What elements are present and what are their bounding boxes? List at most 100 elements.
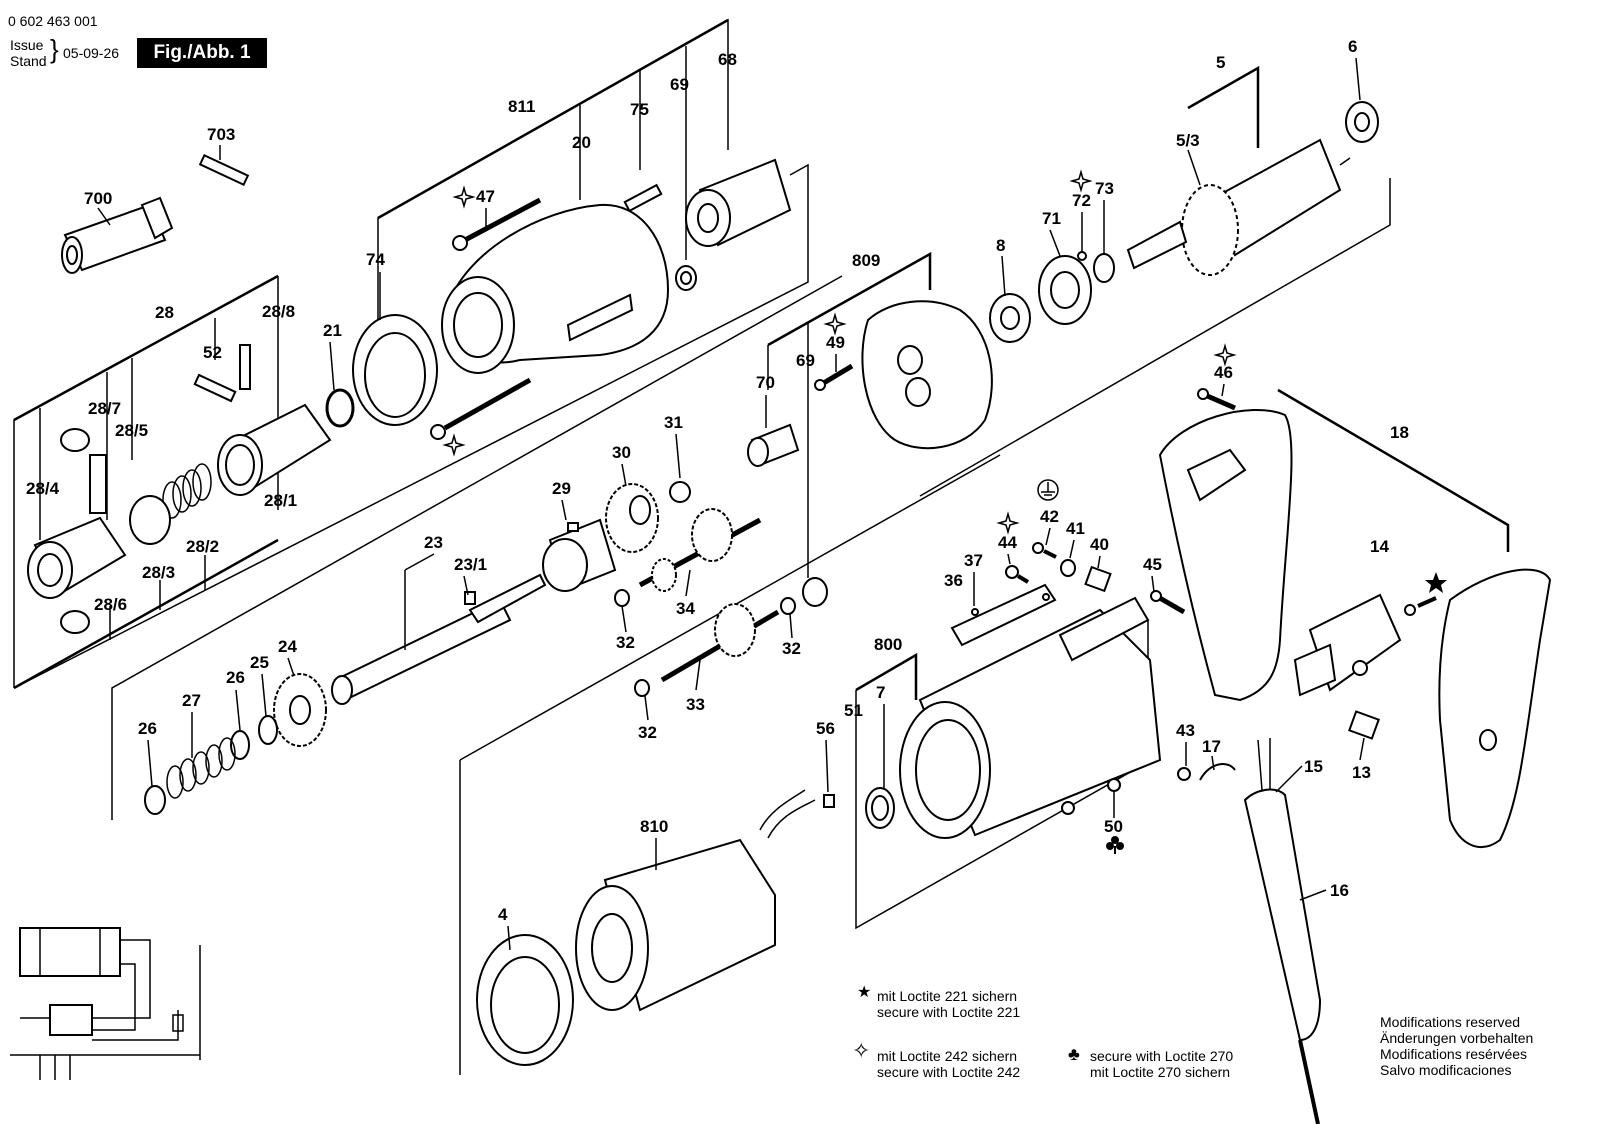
label-32-b: 32 — [782, 639, 801, 658]
part-809-flange — [861, 300, 993, 450]
label-28-7: 28/7 — [88, 399, 121, 418]
label-4: 4 — [498, 905, 508, 924]
part-30-gear — [605, 483, 659, 553]
star-icon — [1425, 572, 1447, 593]
part-handle-shell-right — [1438, 568, 1552, 849]
label-45: 45 — [1143, 555, 1162, 574]
part-52-pin — [193, 373, 237, 403]
label-28-3: 28/3 — [142, 563, 175, 582]
part-800-motor-housing — [899, 596, 1162, 839]
part-15-16-cable — [1243, 738, 1322, 1124]
label-811: 811 — [508, 97, 535, 116]
label-5: 5 — [1216, 53, 1225, 72]
part-4-ring — [476, 934, 574, 1066]
label-36: 36 — [944, 571, 963, 590]
part-46-screw — [1197, 388, 1236, 411]
part-69-ring-lower — [802, 577, 828, 607]
label-28-5: 28/5 — [115, 421, 148, 440]
part-21-oring — [325, 388, 355, 428]
modifications-de: Änderungen vorbehalten — [1380, 1030, 1534, 1046]
modifications-fr: Modifications resérvées — [1380, 1046, 1528, 1062]
label-68: 68 — [718, 50, 737, 69]
part-74-ring — [352, 314, 438, 426]
label-809: 809 — [852, 251, 880, 270]
club-icon: ♣ — [1068, 1044, 1080, 1064]
label-14: 14 — [1370, 537, 1389, 556]
label-49: 49 — [826, 333, 845, 352]
label-6: 6 — [1348, 37, 1357, 56]
label-34: 34 — [676, 599, 695, 618]
four-point-star-icon — [996, 511, 1020, 535]
label-56: 56 — [816, 719, 835, 738]
part-24-gear — [273, 673, 327, 747]
label-800: 800 — [874, 635, 902, 654]
part-28-3-bushing — [129, 495, 171, 545]
part-labels: 700 703 811 20 75 69 68 5 6 5/3 47 74 73… — [26, 37, 1409, 924]
part-7-ring — [865, 787, 895, 829]
part-32-washer-c — [634, 679, 650, 697]
label-44: 44 — [998, 533, 1017, 552]
label-20: 20 — [572, 133, 591, 152]
label-26-top: 26 — [226, 668, 245, 687]
part-50-screw-a — [1107, 778, 1121, 792]
label-72: 72 — [1072, 191, 1091, 210]
part-68-sleeve — [685, 158, 792, 247]
part-star-screw — [1404, 596, 1437, 616]
label-33: 33 — [686, 695, 705, 714]
part-29-cylinder — [542, 518, 617, 592]
four-point-star-icon — [823, 312, 847, 336]
part-810-field — [575, 789, 816, 1012]
label-25: 25 — [250, 653, 269, 672]
assembly-outline-18 — [1277, 388, 1510, 552]
part-28-5-screw — [89, 454, 107, 514]
label-28-6: 28/6 — [94, 595, 127, 614]
part-28-6-ball — [60, 610, 90, 634]
label-47: 47 — [476, 187, 495, 206]
legend-club-line2: mit Loctite 270 sichern — [1090, 1064, 1231, 1080]
label-71: 71 — [1042, 209, 1061, 228]
label-24: 24 — [278, 637, 297, 656]
part-71-plate — [1038, 255, 1092, 325]
part-28-8-pin — [239, 344, 251, 390]
four-point-star-icon — [1213, 343, 1237, 367]
part-28-4-body — [27, 516, 127, 599]
part-42-screw — [1032, 542, 1057, 559]
part-14-switch — [1293, 593, 1402, 697]
label-23-1: 23/1 — [454, 555, 487, 574]
label-23: 23 — [424, 533, 443, 552]
assembly-outline-5 — [919, 65, 1391, 497]
brace-glyph: } — [50, 34, 59, 64]
part-28-7-ball — [60, 428, 90, 452]
label-32-a: 32 — [616, 633, 635, 652]
part-8-bearing — [989, 293, 1031, 343]
label-52: 52 — [203, 343, 222, 362]
part-25-ring — [258, 715, 278, 745]
label-28: 28 — [155, 303, 174, 322]
modifications-es: Salvo modificaciones — [1380, 1062, 1512, 1078]
part-18-handle-half — [1158, 408, 1293, 702]
part-45-screw — [1150, 590, 1186, 615]
document-number: 0 602 463 001 — [8, 13, 98, 29]
legend-cross-line2: secure with Loctite 242 — [877, 1064, 1021, 1080]
label-5-3: 5/3 — [1176, 131, 1200, 150]
part-27-spring — [166, 737, 236, 799]
part-700-adapter — [61, 196, 174, 274]
label-703: 703 — [207, 125, 235, 144]
issue-date: 05-09-26 — [63, 45, 120, 61]
label-51: 51 — [844, 701, 863, 720]
part-44-screw — [1005, 565, 1030, 584]
label-74: 74 — [366, 250, 385, 269]
issue-label: Issue — [10, 37, 44, 53]
part-703-pin — [198, 153, 250, 187]
label-69-mid: 69 — [796, 351, 815, 370]
part-6-bearing — [1345, 101, 1379, 143]
four-point-star-icon — [1069, 169, 1093, 193]
label-50: 50 — [1104, 817, 1123, 836]
club-icon — [1106, 836, 1124, 854]
part-48-screw — [430, 377, 532, 440]
legend-club-line1: secure with Loctite 270 — [1090, 1048, 1234, 1064]
label-13: 13 — [1352, 763, 1371, 782]
leader-lines — [97, 57, 1365, 951]
label-15: 15 — [1304, 757, 1323, 776]
part-36-label — [950, 583, 1057, 647]
